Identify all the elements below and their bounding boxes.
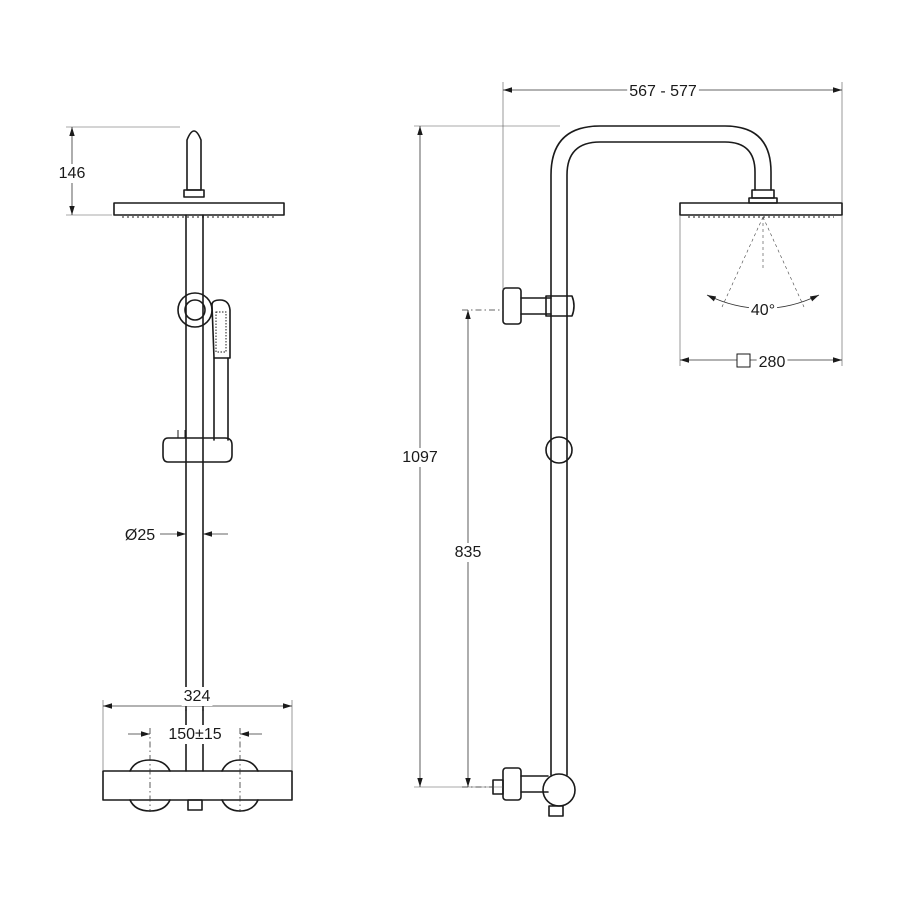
head-top-nut [183, 189, 205, 198]
side-mixer-body [542, 773, 576, 807]
dim-head-height: 146 [56, 126, 180, 216]
dim-arm-projection: 567 - 577 [502, 82, 843, 290]
label-backdrop [748, 301, 778, 320]
label-backdrop [627, 82, 699, 101]
front-view: 146 Ø25 324 150±15 [56, 126, 293, 812]
front-hand-shower-nozzles [215, 311, 227, 353]
dim-total-height: 1097 [400, 125, 560, 788]
side-head-nut [751, 189, 775, 199]
side-upper-bracket-plate [502, 287, 522, 325]
label-backdrop [452, 543, 484, 562]
dim-tube-diameter: Ø25 [122, 526, 228, 545]
side-lower-bracket-plate [502, 767, 522, 801]
dim-mixer-width: 324 [102, 687, 293, 770]
front-holder-ring-inner [184, 299, 206, 321]
label-backdrop [122, 526, 158, 545]
label-backdrop [166, 725, 224, 744]
square-symbol-icon [736, 353, 751, 368]
front-holder-ring-outer [177, 292, 213, 328]
front-mixer-outlet [187, 799, 203, 811]
label-bracket-height: 835 [455, 544, 482, 561]
side-upper-clamp [545, 295, 575, 317]
side-column-outer [550, 125, 772, 776]
front-hand-shower-head [211, 299, 231, 359]
side-mixer-outlet [548, 805, 564, 817]
label-total-height: 1097 [402, 449, 438, 466]
side-view: 40° 567 - 577 280 [400, 82, 843, 817]
label-backdrop [400, 448, 440, 467]
label-backdrop [56, 164, 88, 183]
front-thermostatic-mixer [102, 770, 293, 801]
label-inlet-spacing: 150±15 [168, 726, 221, 743]
side-shower-head [679, 202, 843, 216]
label-head-size: 280 [759, 354, 786, 371]
label-head-height: 146 [59, 165, 86, 182]
side-column-inner [566, 141, 756, 776]
head-top-nipple [186, 130, 202, 191]
dim-bracket-height: 835 [452, 309, 503, 788]
spray-cone-right [762, 216, 805, 308]
dim-head-size: 280 [679, 215, 843, 372]
spray-cone-left [721, 216, 764, 308]
label-spray-angle: 40° [751, 302, 775, 319]
label-mixer-width: 324 [184, 688, 211, 705]
dim-inlet-spacing: 150±15 [128, 725, 262, 744]
label-arm-projection: 567 - 577 [629, 83, 697, 100]
label-backdrop [181, 687, 213, 706]
side-slider-knob [545, 436, 573, 464]
label-backdrop [756, 353, 788, 372]
label-tube-diameter: Ø25 [125, 527, 155, 544]
front-shower-head [113, 202, 285, 216]
front-sliding-holder [162, 437, 233, 463]
